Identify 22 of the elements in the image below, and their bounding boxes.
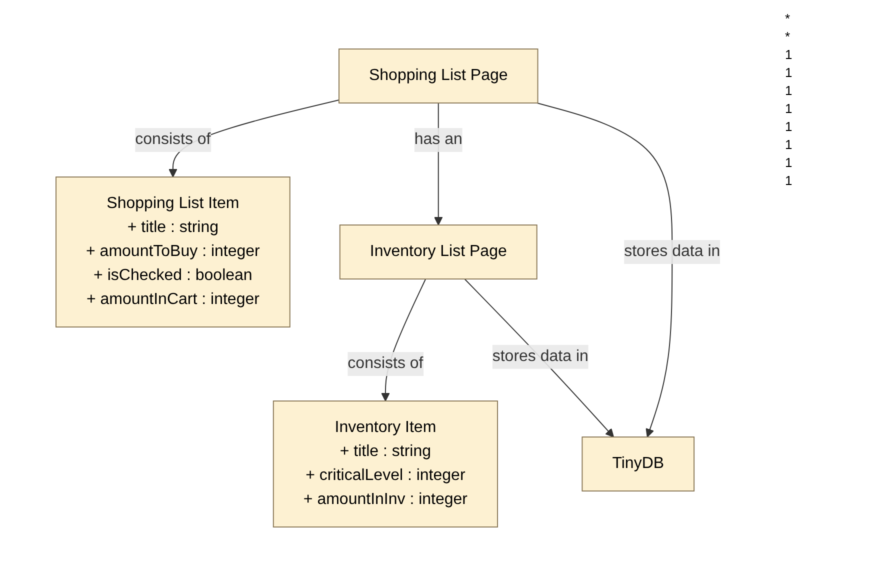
arrow: [464, 278, 614, 437]
multiplicity-label: 1: [785, 101, 794, 116]
node-box: Inventory Item + title : string + criticalLevel : integer + amountInInv : integer: [273, 400, 498, 527]
edge-label: has an: [414, 130, 463, 148]
node-box: Shopping List Page: [338, 48, 539, 103]
multiplicity-label: *: [785, 29, 792, 44]
edge-label: stores data in: [624, 242, 721, 260]
multiplicity-label: 1: [785, 119, 794, 134]
multiplicity-label: 1: [785, 155, 794, 170]
multiplicity-label: 1: [785, 83, 794, 98]
node-box: TinyDB: [582, 436, 695, 491]
multiplicity-label: 1: [785, 47, 794, 62]
multiplicity-label: *: [785, 11, 792, 26]
edge-label: consists of: [136, 130, 212, 148]
node-box: Shopping List Item + title : string + amountToBuy : integer + isChecked : boolean + amountInCart : integer: [56, 176, 291, 327]
multiplicity-label: 1: [785, 173, 794, 188]
arrow: [536, 102, 674, 437]
edge-label: consists of: [348, 354, 424, 372]
edge-label: stores data in: [492, 347, 589, 364]
node-box: Inventory List Page: [340, 224, 538, 279]
multiplicity-label: 1: [785, 65, 794, 80]
multiplicity-label: 1: [785, 137, 794, 152]
